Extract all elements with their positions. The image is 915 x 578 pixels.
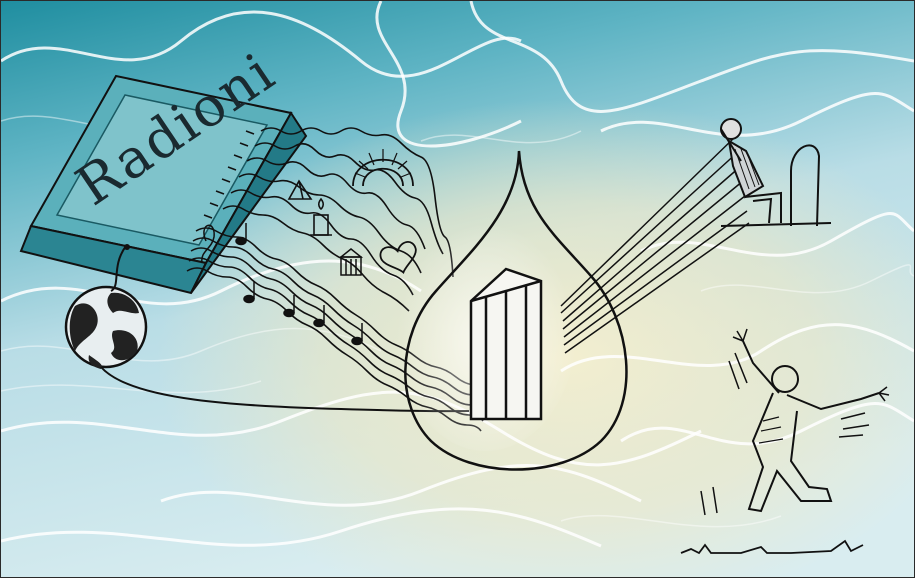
globe-icon [66,287,146,369]
doorway [471,269,541,419]
cable-jack [124,244,130,250]
